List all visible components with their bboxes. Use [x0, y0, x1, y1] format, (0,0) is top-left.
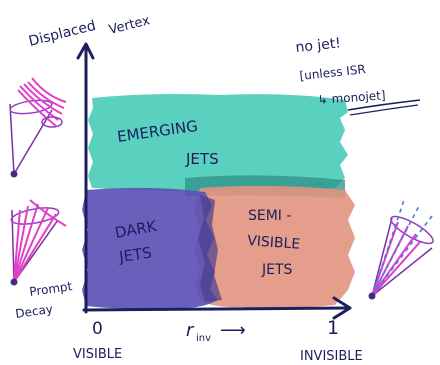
- emerging-jets-region: [88, 94, 348, 192]
- x-zero-label: 0: [92, 319, 103, 339]
- dark-semi-overlap: [198, 195, 222, 302]
- y-bottom-label-2: Decay: [14, 302, 53, 321]
- x-one-label: 1: [327, 317, 339, 339]
- semi-label-1: SEMI -: [248, 208, 291, 224]
- y-axis-label-2: Vertex: [107, 13, 151, 38]
- semi-label-2: VISIBLE: [247, 233, 301, 253]
- x-axis: [82, 306, 350, 312]
- y-axis-arrowhead: [76, 42, 95, 60]
- dark-jets-region: [82, 187, 218, 309]
- emerging-label-2: JETS: [185, 150, 219, 168]
- note-line-2: [unless ISR: [299, 62, 367, 83]
- x-axis-arrow-text: ⟶: [220, 320, 246, 341]
- dark-label-2: JETS: [117, 244, 153, 267]
- x-rinv-label: r: [186, 320, 195, 341]
- y-bottom-label-1: Prompt: [28, 279, 73, 299]
- x-axis-arrowhead: [332, 296, 352, 320]
- note-underline: [347, 99, 421, 111]
- invisible-jet-icon: [368, 199, 434, 300]
- semi-label-3: JETS: [261, 262, 293, 278]
- note-underline-2: [349, 104, 419, 116]
- displaced-jet-icon: [9, 77, 67, 178]
- x-visible-label: VISIBLE: [73, 347, 122, 362]
- semi-visible-jets-region: [194, 185, 355, 309]
- prompt-jet-icon: [10, 199, 67, 286]
- x-invisible-label: INVISIBLE: [300, 349, 363, 364]
- x-rinv-subscript: inv: [196, 333, 211, 344]
- note-line-1: no jet!: [295, 35, 342, 56]
- note-line-3: ↳ monojet]: [317, 88, 386, 107]
